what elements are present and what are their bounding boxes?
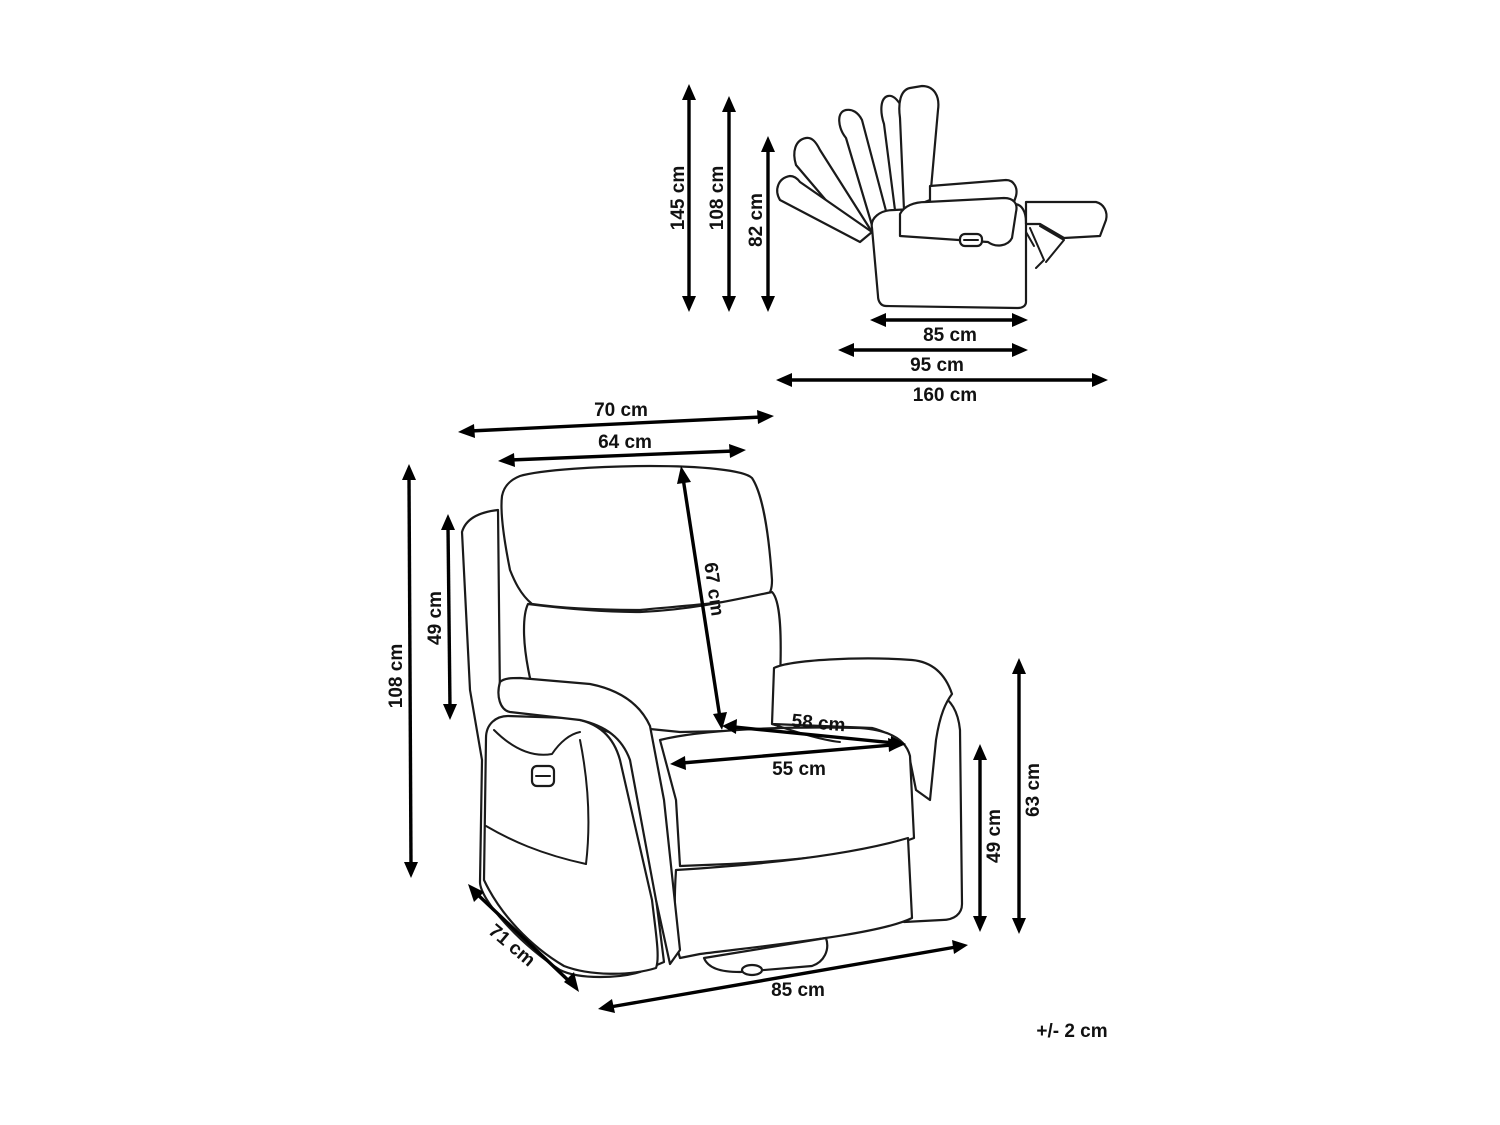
dimension-lines (402, 84, 1108, 1013)
dim-front-width-70 (458, 410, 774, 438)
label-front-width-85: 85 cm (771, 980, 825, 1001)
dim-side-depth-160 (776, 373, 1108, 387)
dim-front-width-85 (598, 940, 968, 1013)
dim-front-seat-height-49 (973, 744, 987, 932)
dim-side-height-145 (682, 84, 696, 312)
label-side-depth-160: 160 cm (913, 385, 977, 406)
label-front-seat-width-55: 55 cm (772, 759, 826, 780)
dim-front-armrest-height-63 (1012, 658, 1026, 934)
label-front-seat-depth-58: 58 cm (791, 711, 847, 737)
label-front-seat-height-49: 49 cm (984, 809, 1005, 863)
tolerance-note: +/- 2 cm (1036, 1021, 1107, 1042)
dim-front-backrest-67 (677, 466, 727, 730)
dim-side-depth-95 (838, 343, 1028, 357)
label-side-depth-95: 95 cm (910, 355, 964, 376)
dim-side-height-108 (722, 96, 736, 312)
label-side-height-145: 145 cm (668, 166, 689, 230)
front-view-armchair (460, 464, 964, 979)
dim-front-seat-width-55 (670, 738, 904, 770)
dim-front-width-64 (498, 444, 746, 467)
dim-front-height-49-back (441, 514, 457, 720)
dim-side-height-82 (761, 136, 775, 312)
label-front-height-108: 108 cm (386, 644, 407, 708)
dim-side-depth-85 (870, 313, 1028, 327)
label-side-height-108: 108 cm (707, 166, 728, 230)
label-front-armrest-height-63: 63 cm (1023, 763, 1044, 817)
label-front-width-70: 70 cm (594, 400, 648, 421)
label-side-height-82: 82 cm (746, 193, 767, 247)
label-front-width-64: 64 cm (598, 432, 652, 453)
dim-front-depth-71 (468, 884, 579, 992)
dim-front-height-108 (402, 464, 418, 878)
label-front-height-49-back: 49 cm (425, 591, 446, 645)
side-view-recliner (776, 84, 1108, 310)
label-side-depth-85: 85 cm (923, 325, 977, 346)
